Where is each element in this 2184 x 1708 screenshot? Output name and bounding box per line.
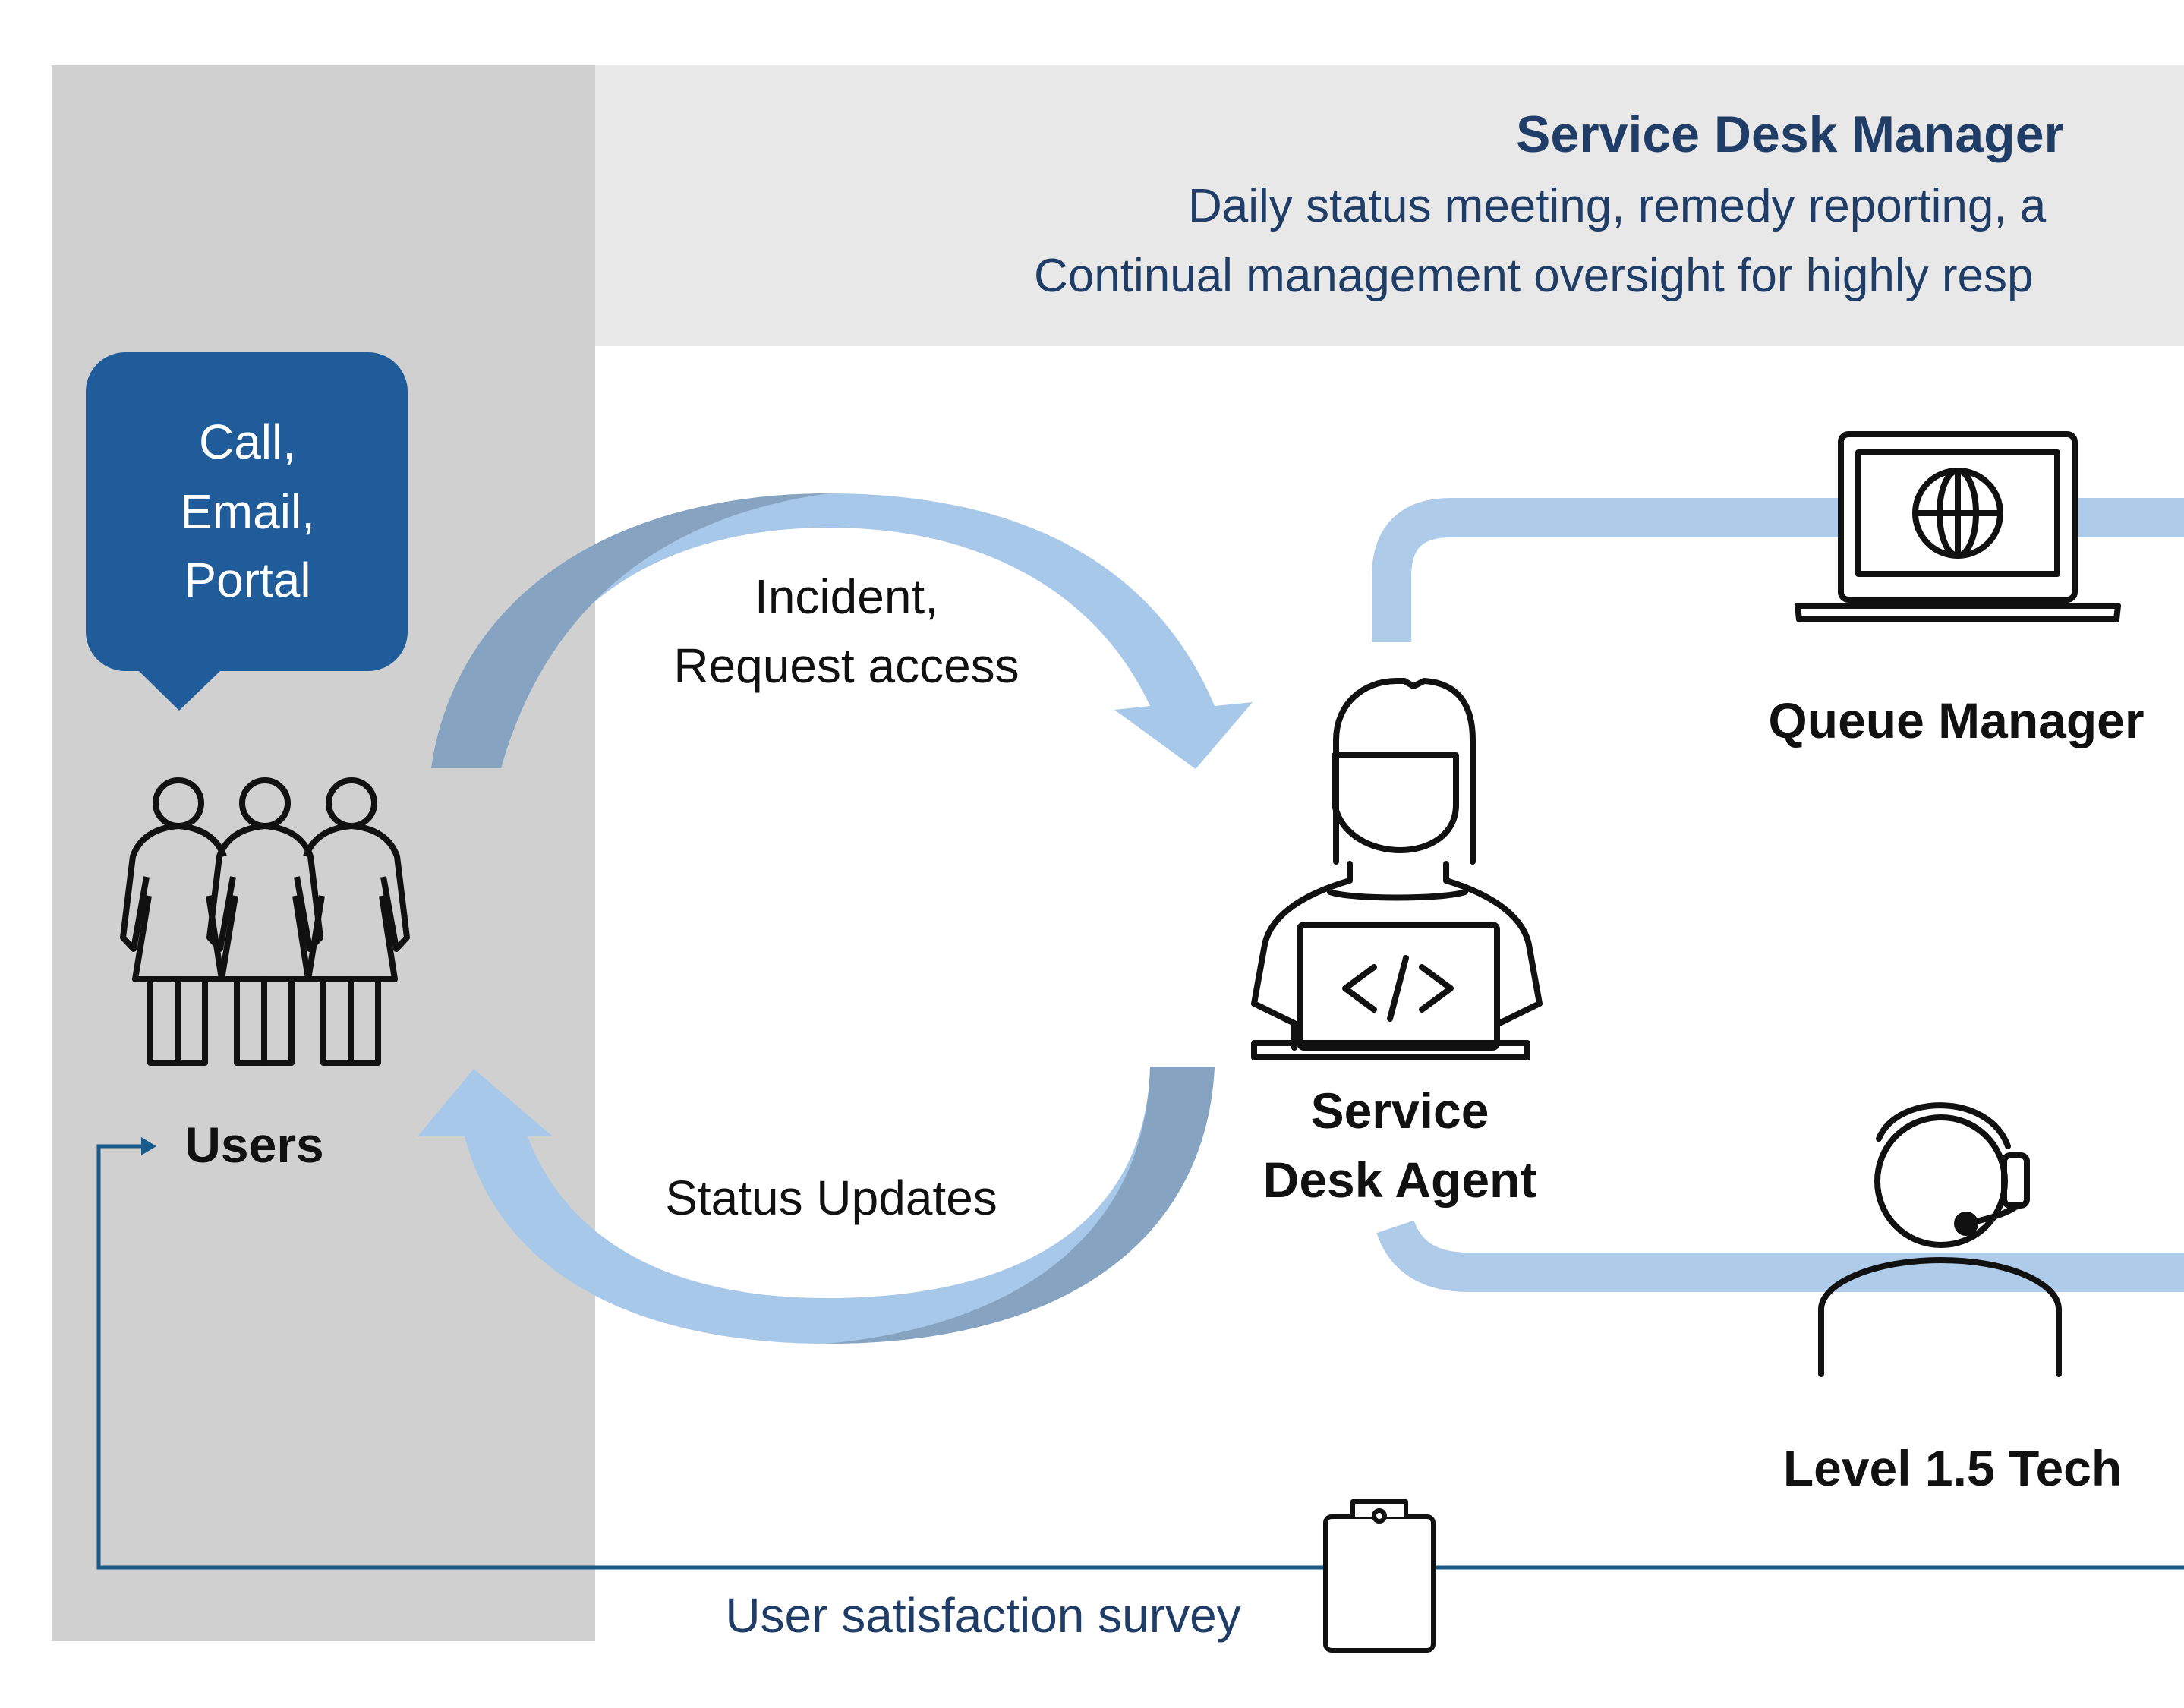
people-group-icon [120,777,410,1066]
laptop-globe-icon [1795,431,2121,622]
queue-connector [1372,498,2184,642]
incident-arrow-shade [431,493,829,768]
headset-icon [1818,1102,2062,1377]
manager-line-1: Daily status meeting, remedy reporting, … [1188,180,2047,232]
users-label: Users [184,1117,323,1173]
channel-bubble: Call, Email, Portal [86,352,408,711]
agent-laptop-icon [1251,678,1543,1060]
header-band [595,65,2184,346]
left-panel [52,65,595,1641]
survey-feedback-line [96,1144,2184,1570]
bubble-line-1: Call, [199,414,296,469]
queue-manager-label: Queue Manager [1768,692,2144,748]
manager-title: Service Desk Manager [1516,106,2064,163]
incident-label-2: Request access [673,638,1019,693]
status-arrow [418,1067,1215,1344]
bubble-line-3: Portal [184,553,310,607]
status-arrow-shade [827,1067,1215,1344]
tech-label: Level 1.5 Tech [1783,1440,2122,1496]
survey-label: User satisfaction survey [725,1588,1240,1643]
agent-label-1: Service [1311,1082,1489,1139]
tech-connector [1376,1219,2184,1292]
bubble-line-2: Email, [180,484,315,539]
agent-label-2: Desk Agent [1263,1152,1537,1208]
manager-line-2: Continual management oversight for highl… [1034,250,2034,302]
clipboard-icon [1323,1499,1436,1653]
incident-label-1: Incident, [755,569,938,624]
status-updates-label: Status Updates [665,1171,997,1225]
survey-arrowhead [141,1137,156,1155]
